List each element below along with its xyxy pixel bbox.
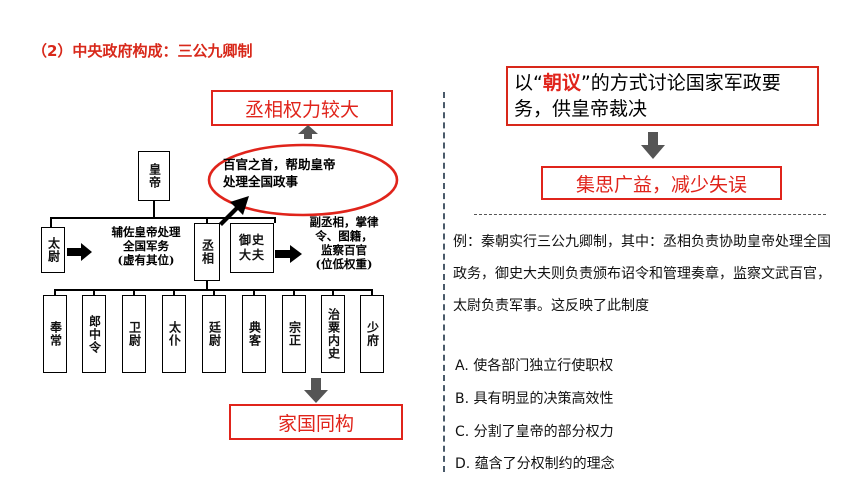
chancellor-power-callout: 丞相权力较大: [211, 90, 393, 126]
down-arrow-icon: [641, 132, 665, 159]
minister-box: 典客: [242, 295, 266, 373]
court-discussion-callout: 以“朝议”的方式讨论国家军政要务，供皇帝裁决: [506, 66, 819, 126]
right-arrow-icon: [67, 243, 92, 261]
chancellor-box: 丞相: [194, 223, 220, 281]
minister-box: 太仆: [162, 295, 186, 373]
minister-box: 郎中令: [82, 295, 106, 373]
option-c: C. 分割了皇帝的部分权力: [455, 424, 614, 440]
minister-box: 卫尉: [122, 295, 146, 373]
question-stem: 例：秦朝实行三公九卿制，其中：丞相负责协助皇帝处理全国政务，御史大夫则负责颁布诏…: [453, 234, 831, 314]
option-a: A. 使各部门独立行使职权: [455, 358, 614, 374]
benefit-callout: 集思广益，减少失误: [541, 166, 782, 200]
minister-box: 宗正: [282, 295, 306, 373]
family-state-callout: 家国同构: [229, 404, 403, 440]
benefit-text: 集思广益，减少失误: [575, 173, 747, 196]
minister-box: 奉常: [43, 295, 67, 373]
court-discussion-keyword: 朝议: [542, 72, 581, 94]
censor-box: 御史 大夫: [230, 223, 274, 273]
chancellor-description: 百官之首，帮助皇帝 处理全国政事: [223, 157, 336, 189]
minister-box: 治粟内史: [321, 295, 345, 373]
right-arrow-icon: [275, 245, 302, 263]
down-arrow-icon: [304, 378, 328, 403]
up-arrow-icon: [298, 125, 318, 144]
diagonal-arrow-icon: [219, 196, 249, 226]
option-d: D. 蕴含了分权制约的理念: [455, 456, 615, 472]
section-title: （2）中央政府构成：三公九卿制: [32, 42, 253, 60]
chancellor-ellipse-icon: [207, 143, 399, 217]
vertical-divider: [443, 92, 445, 472]
three-lords-nine-ministers-diagram: 皇帝 太尉 辅佐皇帝处理 全国军务 (虚有其位) 丞相 百官之首，帮助皇帝 处理…: [37, 139, 399, 384]
minister-box: 廷尉: [202, 295, 226, 373]
taiwei-description: 辅佐皇帝处理 全国军务 (虚有其位): [111, 225, 181, 267]
family-state-text: 家国同构: [277, 412, 354, 435]
minister-box: 少府: [360, 295, 384, 373]
horizontal-divider: [474, 214, 826, 215]
taiwei-box: 太尉: [41, 227, 65, 273]
emperor-box: 皇帝: [138, 151, 170, 201]
chancellor-power-text: 丞相权力较大: [244, 98, 359, 121]
option-b: B. 具有明显的决策高效性: [455, 391, 614, 407]
censor-description: 副丞相，掌律 令、图籍， 监察百官 (位低权重): [309, 215, 379, 271]
